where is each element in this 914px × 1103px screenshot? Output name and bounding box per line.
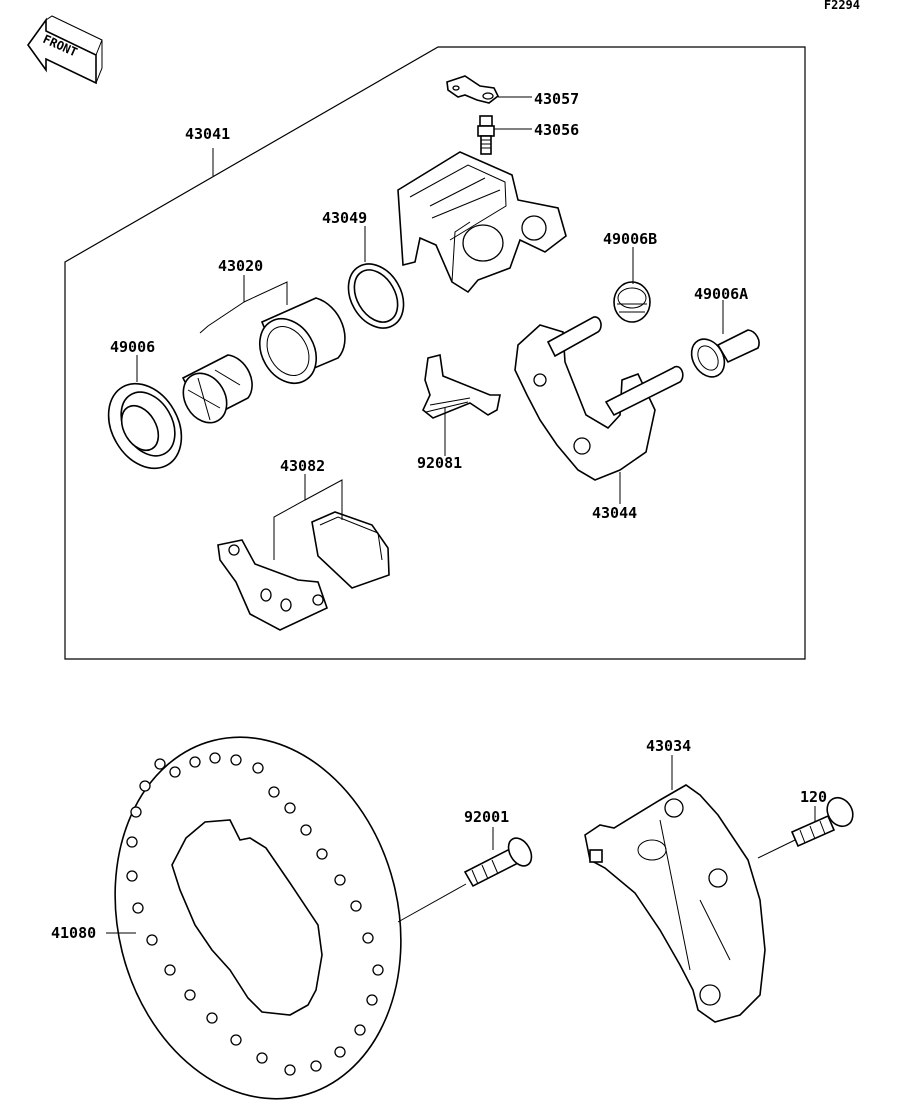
part-label-41080[interactable]: 41080 [51, 924, 96, 942]
part-label-49006b[interactable]: 49006B [603, 230, 657, 248]
pad-spring [422, 354, 501, 419]
caliper-assembly-frame [64, 46, 806, 660]
piston [258, 297, 346, 384]
part-label-43034[interactable]: 43034 [646, 737, 691, 755]
brake-pads [217, 511, 390, 631]
part-label-49006a[interactable]: 49006A [694, 285, 748, 303]
caliper-mount-bracket [584, 784, 766, 1023]
part-labels: 43041 43057 43056 43049 43020 49006B 490… [51, 90, 827, 942]
disc-bolt [463, 837, 533, 888]
part-label-43082[interactable]: 43082 [280, 457, 325, 475]
pin-boot-b [613, 281, 651, 323]
bleeder-valve [477, 115, 495, 155]
part-label-92081[interactable]: 92081 [417, 454, 462, 472]
part-label-120[interactable]: 120 [800, 788, 827, 806]
part-label-92001[interactable]: 92001 [464, 808, 509, 826]
part-label-43049[interactable]: 43049 [322, 209, 367, 227]
pin-boot-a [690, 329, 760, 378]
caliper-bracket [514, 316, 684, 481]
leader-lines [106, 96, 816, 934]
diagram-code: F2294 [824, 0, 860, 12]
bracket-bolt [790, 796, 854, 848]
part-label-49006[interactable]: 49006 [110, 338, 155, 356]
piston-insulator [181, 354, 253, 424]
caliper-body [397, 151, 567, 294]
brake-disc [114, 736, 402, 1100]
piston-seal [347, 263, 405, 329]
bleeder-cap [446, 75, 500, 104]
part-label-43044[interactable]: 43044 [592, 504, 637, 522]
front-arrow-icon: FRONT [27, 15, 103, 85]
part-label-43056[interactable]: 43056 [534, 121, 579, 139]
disc-holes [126, 752, 384, 1076]
part-label-43020[interactable]: 43020 [218, 257, 263, 275]
part-label-43057[interactable]: 43057 [534, 90, 579, 108]
dust-boot [107, 382, 183, 470]
part-label-43041[interactable]: 43041 [185, 125, 230, 143]
